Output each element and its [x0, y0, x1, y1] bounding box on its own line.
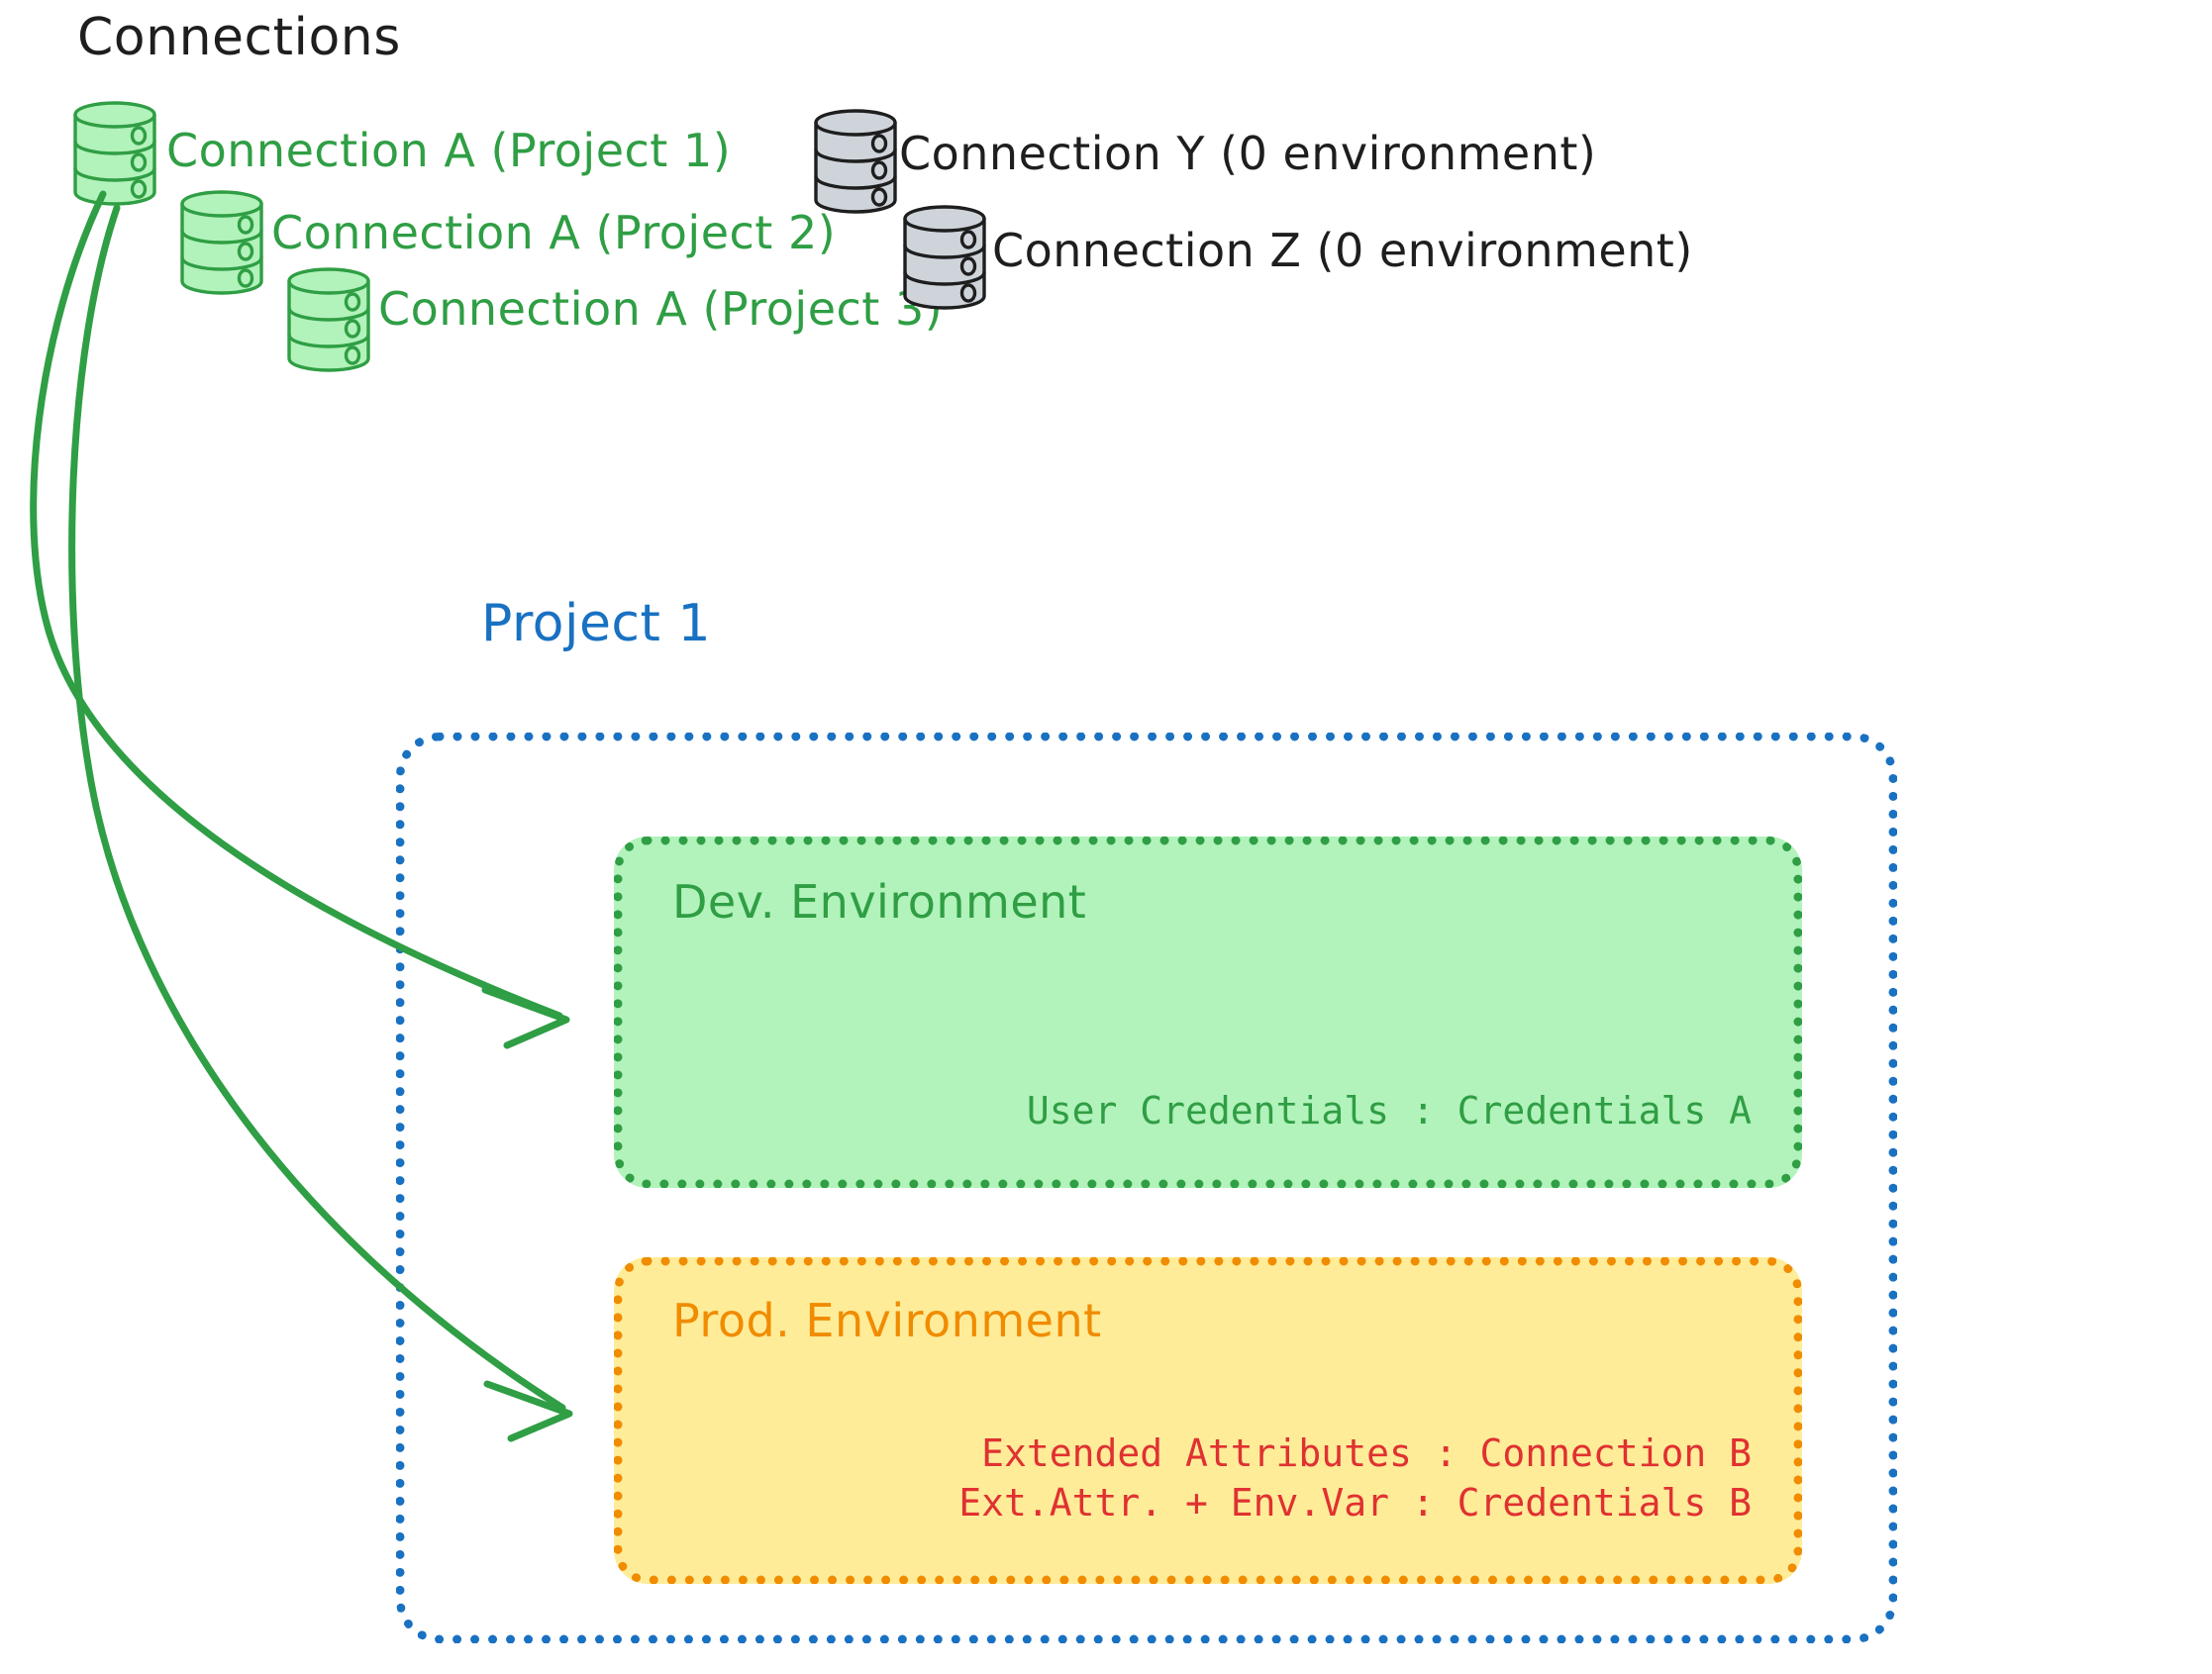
environment-box-dev[interactable]: Dev. Environment User Credentials : Cred…: [614, 837, 1802, 1188]
environment-box-prod[interactable]: Prod. Environment Extended Attributes : …: [614, 1257, 1802, 1584]
connection-label-y: Connection Y (0 environment): [899, 127, 1597, 180]
database-icon-connection-z[interactable]: [899, 203, 990, 312]
environment-title-dev: Dev. Environment: [672, 875, 1087, 929]
connection-label-a-project-1: Connection A (Project 1): [166, 124, 732, 177]
environment-title-prod: Prod. Environment: [672, 1294, 1102, 1347]
page-title: Connections: [77, 8, 401, 67]
connection-label-a-project-2: Connection A (Project 2): [271, 206, 837, 259]
connection-label-z: Connection Z (0 environment): [992, 224, 1693, 277]
project-title: Project 1: [481, 594, 712, 653]
connection-label-a-project-3: Connection A (Project 3): [378, 282, 944, 336]
database-icon-connection-a-project-2[interactable]: [176, 188, 267, 297]
database-icon-connection-a-project-3[interactable]: [283, 265, 374, 374]
environment-line-prod-extended-attributes: Extended Attributes : Connection B: [981, 1431, 1752, 1475]
environment-line-dev-credentials: User Credentials : Credentials A: [1026, 1089, 1752, 1132]
environment-line-prod-env-var: Ext.Attr. + Env.Var : Credentials B: [958, 1481, 1752, 1525]
database-icon-connection-a-project-1[interactable]: [69, 99, 160, 208]
database-icon-connection-y[interactable]: [810, 107, 901, 216]
